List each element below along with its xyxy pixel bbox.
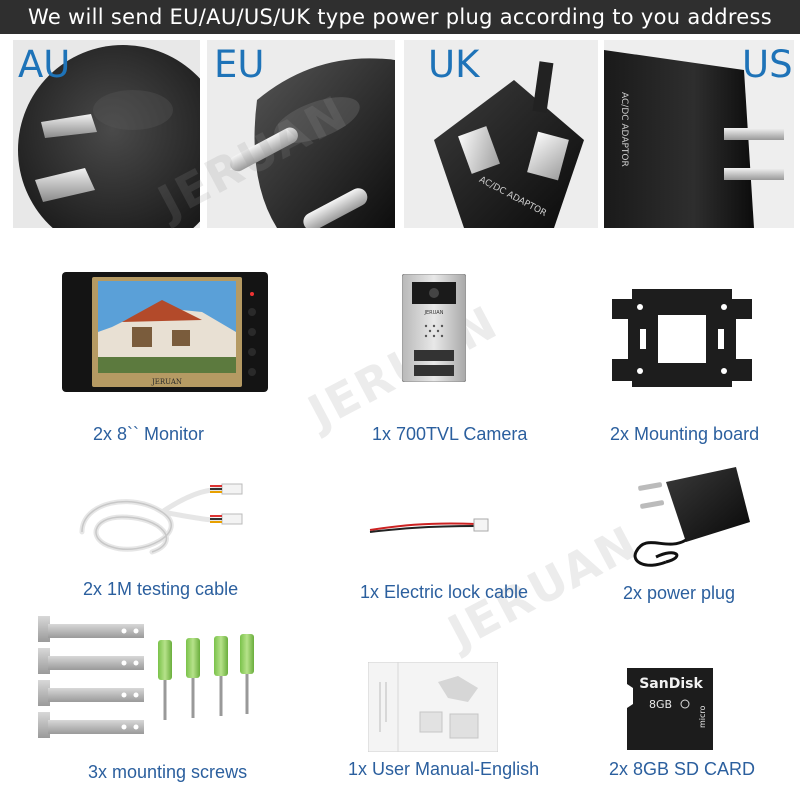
mounting-board-image <box>612 289 752 392</box>
caption-monitor: 2x 8`` Monitor <box>93 424 205 444</box>
lock-cable-image <box>366 512 496 547</box>
au-label: AU <box>18 43 71 86</box>
caption-manual: 1x User Manual-English <box>348 759 540 779</box>
us-label: US <box>742 43 793 86</box>
camera-brand: JERUAN <box>424 310 444 316</box>
power-plug-image <box>626 462 752 579</box>
caption-camera: 1x 700TVL Camera <box>372 424 528 444</box>
sd-card-image: SanDisk 8GB micro <box>627 668 713 755</box>
us-plug-image: AC/DC ADAPTOR <box>604 40 794 228</box>
mounting-screws-image <box>38 616 268 751</box>
user-manual-image <box>367 661 499 757</box>
uk-plug-photo: AC/DC ADAPTOR <box>404 40 598 228</box>
au-plug-image <box>13 40 200 228</box>
eu-label: EU <box>214 43 265 86</box>
top-banner: We will send EU/AU/US/UK type power plug… <box>0 0 800 34</box>
uk-label: UK <box>428 43 480 86</box>
uk-plug-image: AC/DC ADAPTOR <box>404 40 598 228</box>
caption-lock-cable: 1x Electric lock cable <box>360 582 529 602</box>
sd-capacity: 8GB <box>649 698 672 711</box>
caption-mounting-board: 2x Mounting board <box>610 424 760 444</box>
sd-micro-label: micro <box>698 705 707 728</box>
testing-cable-image <box>72 472 252 569</box>
camera-image: JERUAN <box>401 273 467 387</box>
sd-brand: SanDisk <box>639 676 703 692</box>
eu-plug-photo <box>207 40 395 228</box>
caption-screws: 3x mounting screws <box>88 762 248 782</box>
caption-power-plug: 2x power plug <box>623 583 736 603</box>
eu-plug-image <box>207 40 395 228</box>
caption-testing-cable: 2x 1M testing cable <box>83 579 239 599</box>
caption-sd-card: 2x 8GB SD CARD <box>609 759 756 779</box>
monitor-image: JERUAN <box>62 272 268 397</box>
us-plug-photo: AC/DC ADAPTOR <box>604 40 794 228</box>
au-plug-photo <box>13 40 200 228</box>
us-adapter-text: AC/DC ADAPTOR <box>619 92 629 167</box>
monitor-brand: JERUAN <box>151 378 182 386</box>
